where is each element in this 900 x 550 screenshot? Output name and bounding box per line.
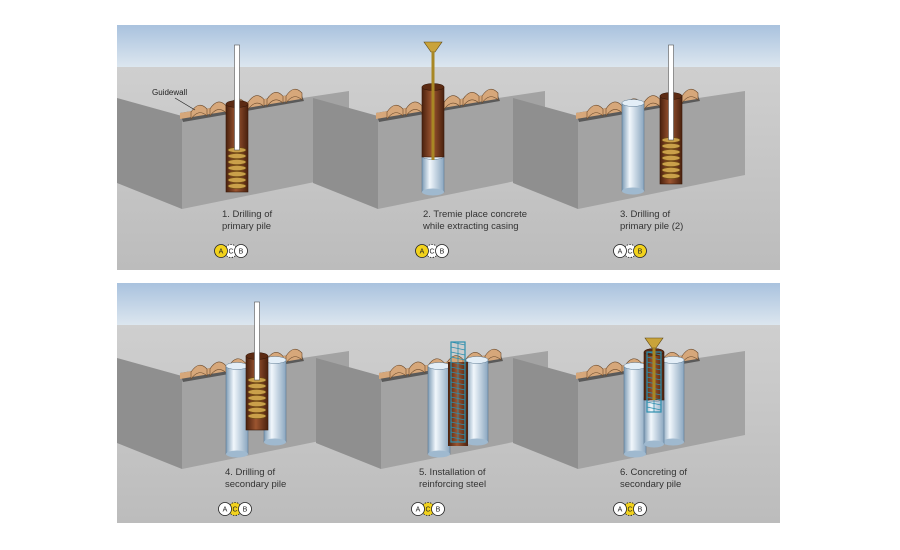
step-5-title: 5. Installation of [419,467,486,479]
step-3-caption: 3. Drilling of primary pile (2) [620,209,683,233]
step-6-title: 6. Concreting of [620,467,687,479]
auger-flight [228,159,246,164]
pile-bottom [226,451,248,458]
step-5-primary-pile-a [428,363,450,458]
pile-bottom [428,451,450,458]
pile-body [428,366,450,454]
auger-flight [248,413,266,418]
pile-bottom [662,439,684,446]
step-4-kelly-bar [255,302,260,380]
trench-left-face [316,358,381,469]
guidewall-label: Guidewall [152,88,187,97]
pile-top [466,357,488,364]
step-1-subtitle: primary pile [222,221,272,233]
step-2-caption: 2. Tremie place concrete while extractin… [423,209,527,233]
auger-flight [248,383,266,388]
pile-body [466,360,488,442]
pile-top [622,100,644,107]
pile-body [662,360,684,442]
auger-flight [662,155,680,160]
step-1-kelly-bar [235,45,240,150]
pile-top [624,363,646,370]
step-2-title: 2. Tremie place concrete [423,209,527,221]
trench-left-face [117,98,182,209]
pile-top [428,363,450,370]
auger-flight [662,173,680,178]
trench-left-face [117,358,182,469]
trench-left-face [313,98,378,209]
pile-bottom [466,439,488,446]
step-4-caption: 4. Drilling of secondary pile [225,467,286,491]
step-5-caption: 5. Installation of reinforcing steel [419,467,486,491]
step-3-kelly-bar [669,45,674,140]
pile-bottom [622,188,644,195]
trench-left-face [513,358,578,469]
pile-bottom [422,189,444,196]
step-6-subtitle: secondary pile [620,479,687,491]
step-2-subtitle: while extracting casing [423,221,527,233]
step-4-subtitle: secondary pile [225,479,286,491]
pile-body [422,156,444,192]
step-3-subtitle: primary pile (2) [620,221,683,233]
pile-body [624,366,646,454]
pile-top [226,363,248,370]
step-1-title: 1. Drilling of [222,209,272,221]
pile-body [226,366,248,454]
step-3-primary-pile-a [622,100,644,195]
auger-flight [248,389,266,394]
step-3-title: 3. Drilling of [620,209,683,221]
tremie-hopper [645,338,663,348]
auger-flight [662,161,680,166]
step-5-subtitle: reinforcing steel [419,479,486,491]
step-4-title: 4. Drilling of [225,467,286,479]
step-6-caption: 6. Concreting of secondary pile [620,467,687,491]
auger-flight [228,177,246,182]
auger-flight [662,167,680,172]
auger-flight [248,401,266,406]
auger-flight [228,171,246,176]
pile-bottom [264,439,286,446]
pile-body [622,103,644,191]
pile-top [662,357,684,364]
tremie-pipe [653,348,656,400]
trench-left-face [513,98,578,209]
auger-flight [662,149,680,154]
tremie-hopper [424,42,442,52]
auger-flight [228,153,246,158]
auger-flight [248,407,266,412]
auger-flight [228,183,246,188]
step-6-primary-pile-a [624,363,646,458]
step-1-caption: 1. Drilling of primary pile [222,209,272,233]
step-5-primary-pile-b [466,357,488,446]
step-6-primary-pile-b [662,357,684,446]
auger-flight [662,143,680,148]
pile-bottom [624,451,646,458]
auger-flight [248,395,266,400]
pile-bottom [644,441,664,448]
tremie-pipe [432,52,435,160]
auger-flight [228,165,246,170]
step-4-primary-pile-a [226,363,248,458]
